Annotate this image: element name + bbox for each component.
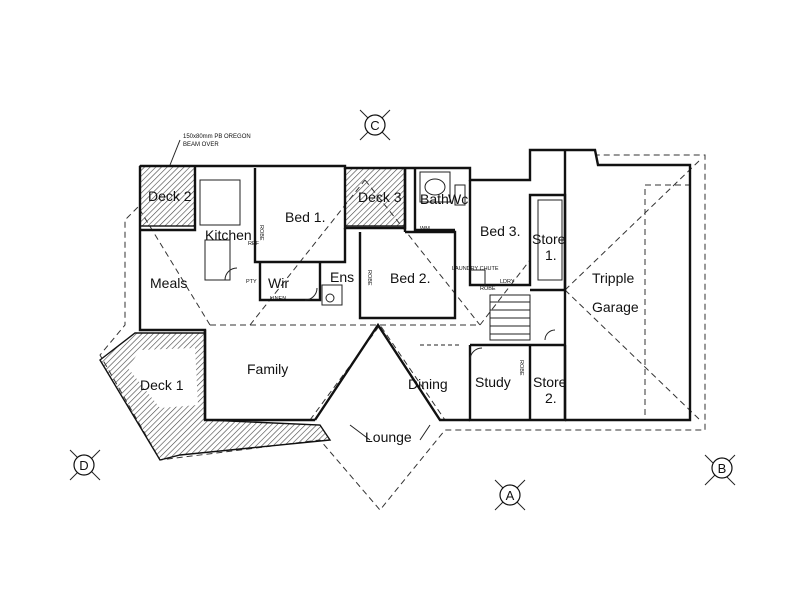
- room-store-1-number: 1.: [545, 247, 557, 263]
- room-meals: Meals: [150, 275, 187, 291]
- room-bed-2: Bed 2.: [390, 270, 430, 286]
- room-garage: Tripple: [592, 270, 634, 286]
- room-store-2-number: 2.: [545, 390, 557, 406]
- marker-b-label: B: [718, 461, 727, 476]
- label-wm: WM: [420, 226, 430, 232]
- label-laundry: LDRY: [500, 279, 515, 285]
- room-store-1: Store: [532, 231, 566, 247]
- roof-outline: [99, 154, 706, 511]
- beam-note-line1: 150x80mm PB OREGON: [183, 134, 251, 140]
- room-wir: Wir: [268, 275, 289, 291]
- marker-d-label: D: [79, 458, 88, 473]
- room-wc: Wc: [448, 191, 468, 207]
- elevation-marker-c: C: [359, 109, 391, 141]
- label-pantry: PTY: [246, 279, 257, 285]
- room-deck-3: Deck 3: [358, 189, 402, 205]
- elevation-marker-b: B: [704, 454, 736, 486]
- deck-1-area: [99, 332, 332, 461]
- room-store-2: Store: [533, 374, 567, 390]
- room-study: Study: [475, 374, 511, 390]
- deck-3-area: [344, 167, 406, 227]
- label-linen: LINEN: [270, 296, 286, 302]
- room-garage-line2: Garage: [592, 299, 639, 315]
- room-bed-1: Bed 1.: [285, 209, 325, 225]
- room-lounge: Lounge: [365, 429, 412, 445]
- room-bath: Bath: [420, 191, 449, 207]
- elevation-marker-d: D: [69, 449, 101, 481]
- room-deck-2: Deck 2: [148, 188, 192, 204]
- room-deck-1: Deck 1: [140, 377, 184, 393]
- marker-a-label: A: [506, 488, 515, 503]
- marker-c-label: C: [370, 118, 379, 133]
- label-laundry-chute: LAUNDRY CHUTE: [452, 266, 499, 272]
- label-robe-1: ROBE: [258, 225, 264, 241]
- label-ref: REF: [248, 241, 260, 247]
- room-ens: Ens: [330, 269, 354, 285]
- label-robe-3: ROBE: [480, 286, 496, 292]
- elevation-marker-a: A: [494, 479, 526, 511]
- label-robe-2: ROBE: [366, 270, 372, 286]
- room-bed-3: Bed 3.: [480, 223, 520, 239]
- room-kitchen: Kitchen: [205, 227, 252, 243]
- fixtures: [199, 171, 563, 441]
- room-dining: Dining: [408, 376, 448, 392]
- room-family: Family: [247, 361, 288, 377]
- interior-walls: [140, 150, 567, 420]
- beam-note-line2: BEAM OVER: [183, 142, 219, 148]
- label-robe-4: ROBE: [518, 360, 524, 376]
